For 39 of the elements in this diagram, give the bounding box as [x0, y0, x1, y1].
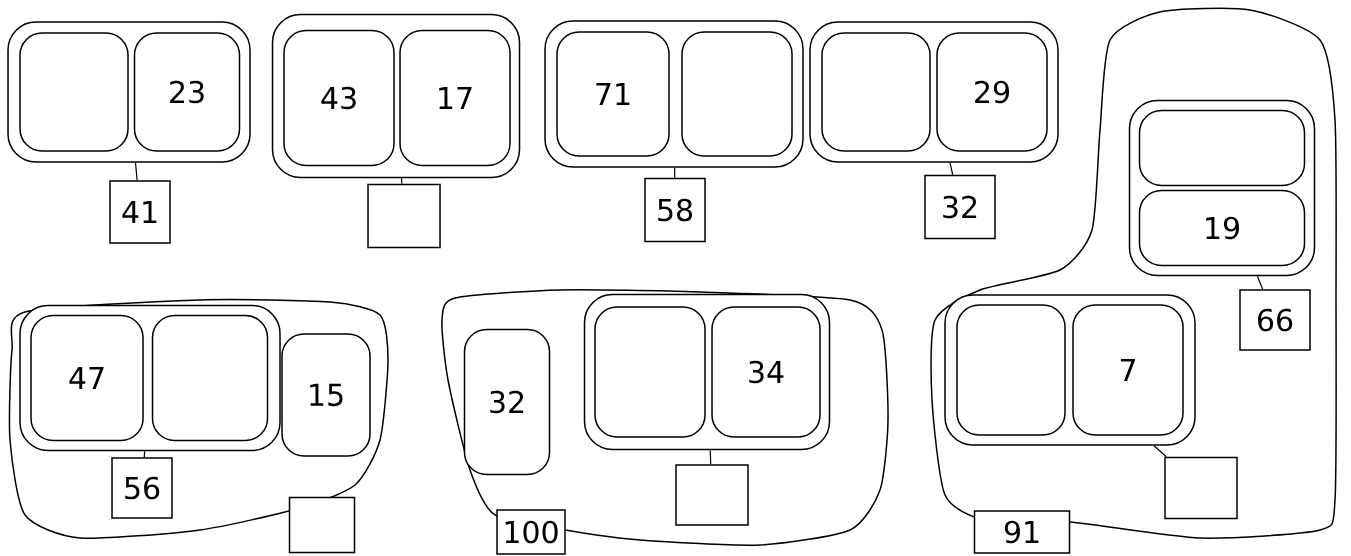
number-blob: 43	[283, 29, 395, 167]
answer-box: 100	[496, 509, 566, 555]
answer-box: 56	[111, 457, 173, 519]
connector-line	[1256, 275, 1264, 290]
number-blob: 34	[711, 306, 821, 438]
connector-line	[709, 449, 712, 465]
number-blob: 32	[463, 328, 551, 476]
number-blob: 23	[133, 32, 241, 152]
connector-line	[674, 167, 676, 179]
number-blob: 15	[281, 333, 371, 457]
number-blob: 29	[936, 32, 1048, 152]
answer-box: 41	[109, 180, 171, 244]
connector-line	[400, 177, 403, 185]
connector-line	[134, 162, 138, 181]
answer-box: 58	[644, 177, 706, 243]
number-blob	[681, 31, 793, 157]
answer-box: 91	[973, 510, 1071, 554]
number-blob	[594, 306, 706, 438]
number-blob	[151, 314, 269, 442]
number-blob: 71	[556, 31, 670, 157]
answer-box: 32	[924, 174, 996, 240]
number-blob	[956, 304, 1066, 436]
number-blob	[821, 32, 931, 152]
connector-line	[949, 162, 954, 176]
group-outline	[8, 298, 389, 539]
number-blob	[19, 32, 129, 152]
number-blob: 7	[1072, 304, 1184, 436]
group-outline	[441, 289, 889, 546]
answer-box	[675, 464, 749, 526]
connector-line	[1153, 445, 1167, 458]
answer-box	[367, 183, 441, 249]
number-blob	[1138, 109, 1306, 187]
number-blob: 17	[399, 29, 511, 167]
connector-line	[143, 450, 146, 458]
number-blob: 47	[30, 314, 144, 442]
answer-box	[288, 496, 356, 554]
number-blob: 19	[1138, 189, 1306, 267]
answer-box	[1164, 456, 1238, 520]
answer-box: 66	[1239, 289, 1311, 351]
